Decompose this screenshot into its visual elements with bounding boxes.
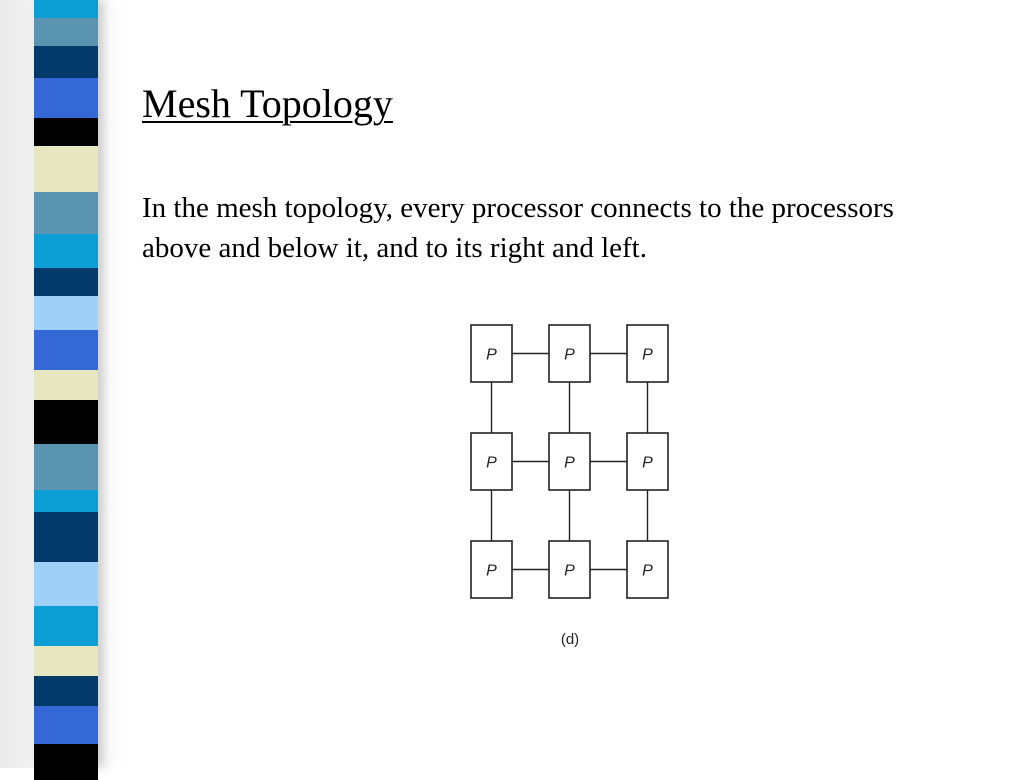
decorative-stripe [34,18,98,46]
processor-node-label: P [642,455,653,472]
decorative-stripe [34,706,98,744]
decorative-stripe [34,676,98,706]
decorative-stripe [34,118,98,146]
decorative-stripe [34,370,98,400]
processor-node-box [470,432,513,491]
mesh-topology-diagram: P P P P P P P P P (d) [440,310,710,670]
processor-node-label: P [486,563,497,580]
decorative-stripe [34,744,98,780]
decorative-stripe [34,400,98,444]
decorative-stripe [34,562,98,606]
processor-node-box [548,324,591,383]
decorative-stripe [34,606,98,646]
decorative-stripe [34,46,98,78]
decorative-stripe [34,490,98,512]
slide-body-text: In the mesh topology, every processor co… [142,192,894,264]
processor-node-label: P [642,347,653,364]
mesh-diagram-svg: P P P P P P P P P (d) [470,324,669,648]
decorative-stripe [34,268,98,296]
processor-node-box [470,540,513,599]
decorative-stripe-band [34,0,98,780]
processor-node-box [626,324,669,383]
processor-node-box [548,540,591,599]
slide-title: Mesh Topology [142,81,393,126]
processor-node-box [548,432,591,491]
decorative-stripe [34,146,98,192]
decorative-stripe [34,330,98,370]
processor-node-label: P [564,455,575,472]
diagram-caption: (d) [561,631,579,648]
processor-node-box [626,540,669,599]
processor-node-label: P [564,563,575,580]
processor-node-label: P [564,347,575,364]
processor-node-label: P [642,563,653,580]
processor-node-box [470,324,513,383]
decorative-stripe [34,646,98,676]
decorative-stripe [34,192,98,234]
processor-node-label: P [486,347,497,364]
processor-node-box [626,432,669,491]
decorative-stripe [34,444,98,490]
decorative-stripe [34,78,98,118]
decorative-stripe [34,234,98,268]
decorative-stripe [34,512,98,562]
decorative-stripe [34,0,98,18]
decorative-stripe [34,296,98,330]
processor-node-label: P [486,455,497,472]
